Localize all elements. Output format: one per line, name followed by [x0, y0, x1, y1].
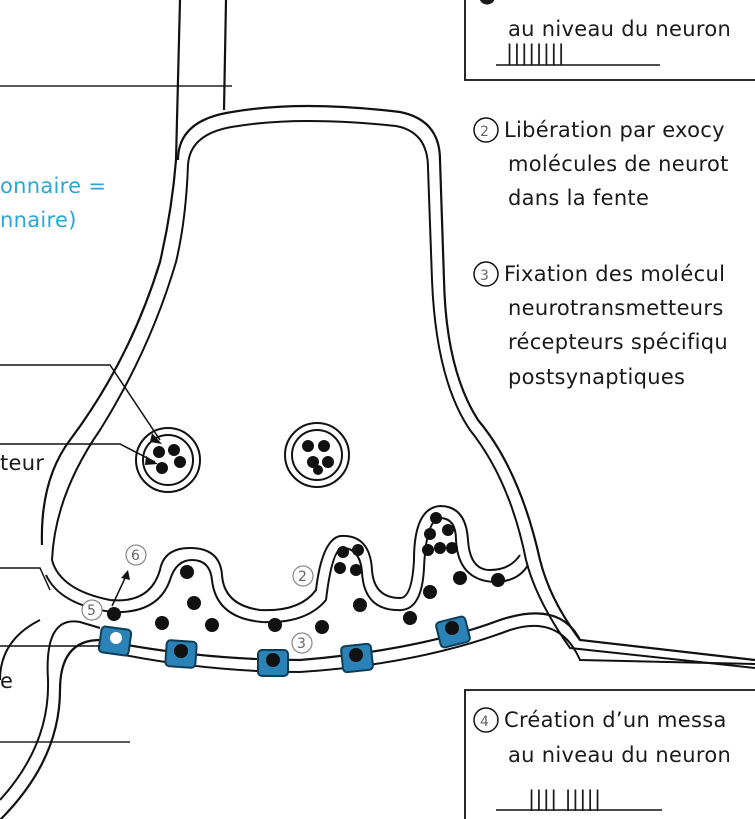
step-3-line-4: postsynaptiques	[508, 365, 685, 389]
number-2-marker: 2	[293, 566, 313, 586]
step-3-line-3: récepteurs spécifiqu	[508, 330, 728, 354]
left-label-teur: teur	[0, 451, 44, 475]
step-2-line-2: molécules de neurot	[508, 152, 729, 176]
arrow-6-head	[121, 570, 130, 580]
exocytosis-vesicles	[334, 512, 458, 576]
number-6-marker: 6	[126, 545, 146, 565]
presynaptic-bottom-membrane-2	[46, 518, 528, 622]
step-4-ticks: |||| |||||	[528, 787, 601, 812]
number-5: 5	[87, 603, 96, 619]
step-2-line-1: Libération par exocy	[504, 118, 725, 142]
leader-line-membrane	[0, 568, 50, 590]
step-3-line-1: Fixation des molécul	[504, 262, 725, 286]
step-2-number: 2	[480, 124, 489, 140]
postsynaptic-membrane	[0, 613, 580, 819]
step-4: 4 Création d’un messa au niveau du neuro…	[474, 708, 731, 812]
number-6: 6	[131, 548, 140, 564]
top-box-text: au niveau du neuron	[508, 17, 731, 41]
number-3: 3	[297, 636, 306, 652]
top-box-ticks: ||||||||	[506, 41, 565, 66]
receptors	[98, 616, 470, 676]
left-cyan-line-1: onnaire =	[0, 174, 106, 198]
step-4-line-2: au niveau du neuron	[508, 743, 731, 767]
step-3: 3 Fixation des molécul neurotransmetteur…	[474, 262, 728, 389]
number-2: 2	[298, 569, 307, 585]
terminal-inner	[188, 121, 755, 668]
step-2-line-3: dans la fente	[508, 186, 649, 210]
step-4-number: 4	[480, 714, 489, 730]
vesicle-right	[285, 423, 349, 487]
step-3-number: 3	[480, 268, 489, 284]
left-cyan-line-2: nnaire)	[0, 208, 77, 232]
left-label-e: e	[0, 669, 13, 693]
step-4-line-1: Création d’un messa	[504, 708, 727, 732]
step-3-line-2: neurotransmetteurs	[508, 296, 724, 320]
leader-line-teur-arrowhead	[145, 456, 158, 465]
leader-line-vesicle	[0, 365, 160, 440]
right-axon	[428, 0, 444, 168]
number-3-marker: 3	[292, 633, 312, 653]
number-5-marker: 5	[82, 600, 102, 620]
postsynaptic-membrane-2	[0, 621, 100, 800]
presynaptic-axon-right-outer	[224, 0, 226, 110]
step-2: 2 Libération par exocy molécules de neur…	[474, 118, 729, 210]
top-box-number-partial: ●	[478, 0, 496, 7]
arrow-6	[112, 576, 126, 606]
